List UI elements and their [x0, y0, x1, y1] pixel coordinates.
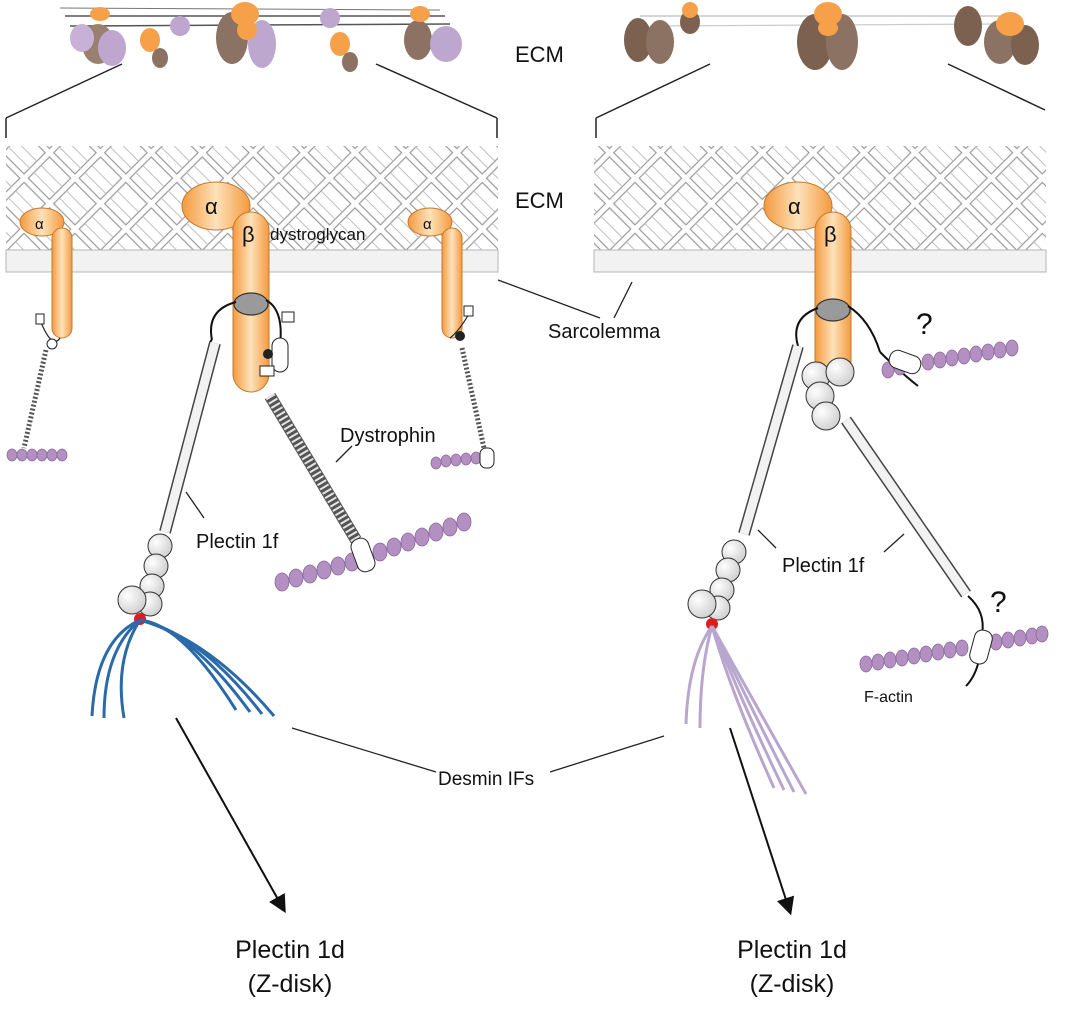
alpha-label-small-right: α [423, 216, 432, 233]
desmin-ifs-blue [90, 618, 276, 719]
dystrophin-label: Dystrophin [340, 425, 436, 447]
arrow-right [729, 727, 795, 916]
beta-label-main-left: β [242, 222, 255, 247]
plectin-1f-left [117, 339, 221, 625]
ecm-mid-label: ECM [515, 188, 564, 213]
desmin-ifs-lilac [684, 625, 808, 795]
plectin-1d-left-label: Plectin 1d [235, 936, 345, 964]
ecm-overview-left [59, 2, 462, 72]
alpha-label-main-left: α [205, 194, 218, 219]
ecm-top-label: ECM [515, 42, 564, 67]
ecm-overview-right [624, 2, 1039, 70]
plectin-1f-left-label: Plectin 1f [196, 531, 279, 553]
f-actin-label: F-actin [864, 689, 913, 706]
sarcolemma-leaders [497, 279, 633, 319]
dystrophin-rod [264, 392, 472, 592]
plectin-1d-right-label: Plectin 1d [737, 936, 847, 964]
alpha-label-main-right: α [788, 194, 801, 219]
plectin-1f-right-leaders [757, 529, 905, 553]
z-disk-left-label: (Z-disk) [248, 970, 333, 998]
zoom-lines [5, 63, 1046, 138]
sarcolemma-label: Sarcolemma [548, 321, 661, 343]
main-dystroglycan-left [181, 181, 295, 393]
question-mark-bottom: ? [990, 586, 1007, 619]
question-mark-top: ? [916, 308, 933, 341]
desmin-leaders [291, 727, 665, 773]
plectin-1f-right-rod-a [687, 344, 804, 630]
main-dystroglycan-right [763, 181, 881, 431]
small-dystroglycan-left [6, 207, 73, 462]
alpha-label-small-left: α [35, 216, 44, 233]
desmin-label: Desmin IFs [438, 769, 534, 790]
plectin-1f-right-rod-b [841, 416, 1049, 687]
actin-upper-right [879, 339, 1019, 387]
dystroglycan-label: dystroglycan [270, 225, 365, 244]
beta-label-main-right: β [824, 222, 837, 247]
arrow-left [175, 717, 286, 914]
small-dystroglycan-right [407, 207, 495, 470]
plectin-1f-right-label: Plectin 1f [782, 555, 865, 577]
z-disk-right-label: (Z-disk) [750, 970, 835, 998]
